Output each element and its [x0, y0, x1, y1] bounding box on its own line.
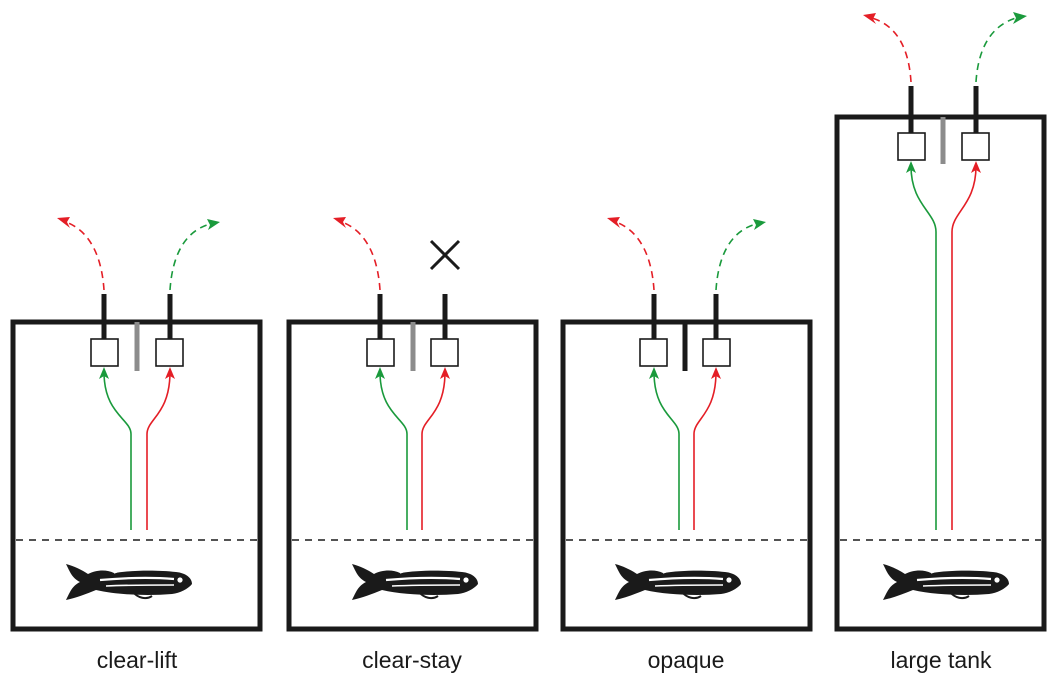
green-arrowhead [375, 367, 385, 379]
right-chamber-box [430, 338, 459, 367]
fish-icon [64, 562, 194, 602]
right-chamber-box [961, 132, 990, 161]
red-escape-route [615, 221, 655, 291]
tank-outline [834, 114, 1047, 632]
panel-label: clear-lift [97, 647, 178, 673]
red-escape-route [341, 221, 381, 291]
left-chamber-box [90, 338, 119, 367]
green-escape-route [715, 223, 757, 291]
panel-opaque: opaque [560, 217, 813, 673]
green-escape-arrowhead [1013, 12, 1027, 24]
green-arrowhead [99, 367, 109, 379]
green-arrowhead [649, 367, 659, 379]
red-escape-arrowhead [333, 217, 346, 228]
right-chamber-box [702, 338, 731, 367]
red-escape-arrowhead [57, 217, 70, 228]
green-escape-arrowhead [753, 219, 766, 230]
red-arrowhead [971, 161, 981, 173]
panel-clear-lift: clear-lift [10, 217, 263, 673]
left-chamber-box [366, 338, 395, 367]
panel-label: opaque [648, 647, 725, 673]
red-escape-route [871, 17, 912, 83]
red-path [693, 371, 717, 530]
red-arrowhead [440, 367, 450, 379]
panel-label: large tank [890, 647, 992, 673]
green-path [910, 165, 937, 530]
red-path [146, 371, 171, 530]
x-mark-icon [429, 239, 461, 271]
green-path [653, 371, 680, 530]
green-escape-route [169, 223, 211, 291]
green-path [103, 371, 132, 530]
left-chamber-box [897, 132, 926, 161]
panel-large-tank: large tank [834, 12, 1047, 673]
right-chamber-box [155, 338, 184, 367]
green-path [379, 371, 408, 530]
red-path [421, 371, 446, 530]
panel-clear-stay: clear-stay [286, 217, 539, 673]
fish-icon [881, 562, 1011, 602]
red-arrowhead [165, 367, 175, 379]
red-escape-route [65, 221, 105, 291]
green-arrowhead [906, 161, 916, 173]
green-escape-arrowhead [207, 219, 220, 230]
panel-label: clear-stay [362, 647, 462, 673]
green-escape-route [975, 17, 1017, 83]
red-escape-arrowhead [863, 13, 876, 24]
fish-icon [613, 562, 743, 602]
red-path [951, 165, 977, 530]
red-escape-arrowhead [607, 217, 620, 228]
fish-icon [350, 562, 480, 602]
red-arrowhead [711, 367, 721, 379]
left-chamber-box [639, 338, 668, 367]
